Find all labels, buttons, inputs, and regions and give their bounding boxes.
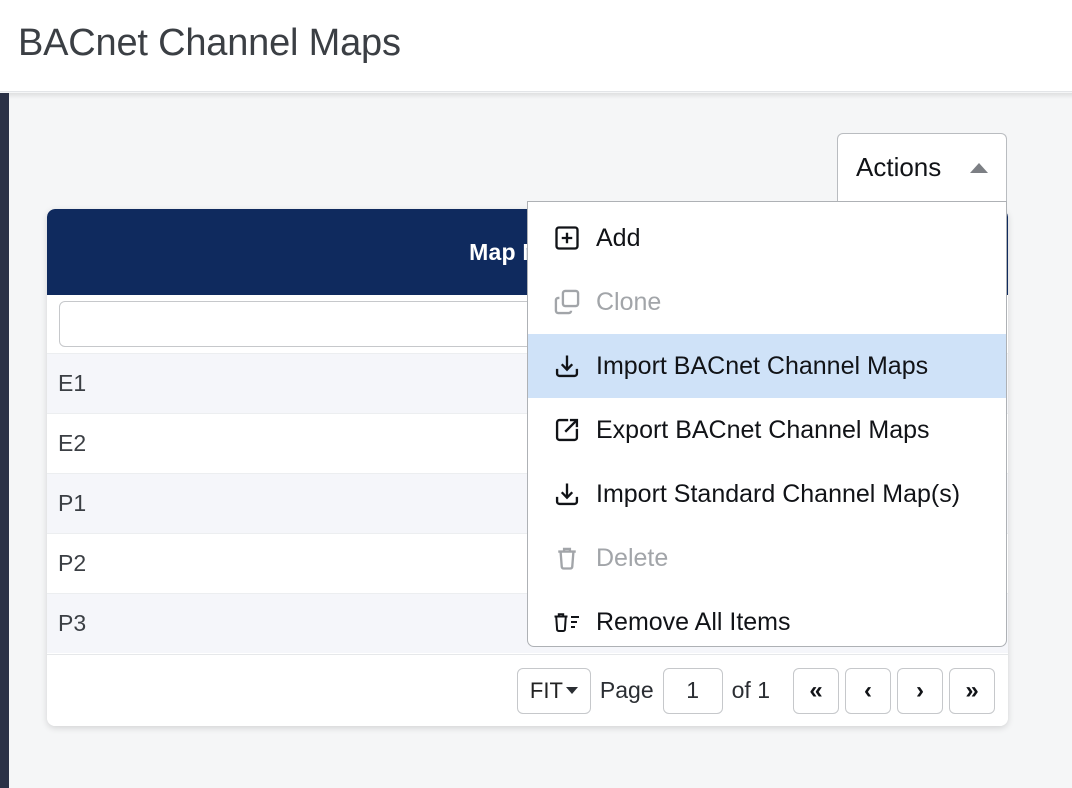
actions-button[interactable]: Actions [837,133,1007,201]
menu-item-clone[interactable]: Clone [528,270,1006,334]
sidebar-rail[interactable] [0,93,9,788]
chevron-down-icon [565,687,578,694]
actions-button-label: Actions [856,152,942,182]
page-size-select[interactable]: FIT [516,667,591,714]
page-number-input[interactable] [662,667,723,714]
page-size-value: FIT [529,677,563,703]
cell-map-name: E2 [58,430,87,456]
menu-item-label: Import Standard Channel Map(s) [596,479,961,508]
cell-map-name: P1 [58,490,87,516]
menu-item-label: Remove All Items [596,607,791,636]
actions-dropdown-menu: Add Clone Import BACnet Channel Maps [527,201,1007,647]
menu-item-delete[interactable]: Delete [528,526,1006,590]
page-title: BACnet Channel Maps [18,22,401,64]
menu-item-label: Import BACnet Channel Maps [596,351,929,380]
menu-item-export-bacnet-channel-maps[interactable]: Export BACnet Channel Maps [528,398,1006,462]
cell-map-name: P3 [58,610,87,636]
trash-icon [550,541,584,575]
menu-item-label: Export BACnet Channel Maps [596,415,930,444]
cell-map-name: P2 [58,550,87,576]
total-pages-label: of 1 [731,677,770,703]
caret-up-icon [970,162,988,173]
menu-item-add[interactable]: Add [528,206,1006,270]
export-icon [550,413,584,447]
menu-item-remove-all-items[interactable]: Remove All Items [528,590,1006,646]
menu-item-import-bacnet-channel-maps[interactable]: Import BACnet Channel Maps [528,334,1006,398]
previous-page-button[interactable]: ‹ [845,667,891,714]
pagination-bar: FIT Page of 1 « ‹ › » [47,654,1008,726]
next-page-button[interactable]: › [897,667,943,714]
last-page-button[interactable]: » [949,667,995,714]
import-icon [550,349,584,383]
page-header: BACnet Channel Maps [0,0,1072,92]
first-page-button[interactable]: « [793,667,839,714]
cell-map-name: E1 [58,370,87,396]
menu-item-label: Delete [596,543,669,572]
plus-square-icon [550,221,584,255]
import-icon [550,477,584,511]
menu-item-label: Clone [596,287,662,316]
copy-icon [550,285,584,319]
menu-item-import-standard-channel-maps[interactable]: Import Standard Channel Map(s) [528,462,1006,526]
trash-list-icon [550,605,584,639]
menu-item-label: Add [596,223,641,252]
page-label: Page [599,677,654,703]
